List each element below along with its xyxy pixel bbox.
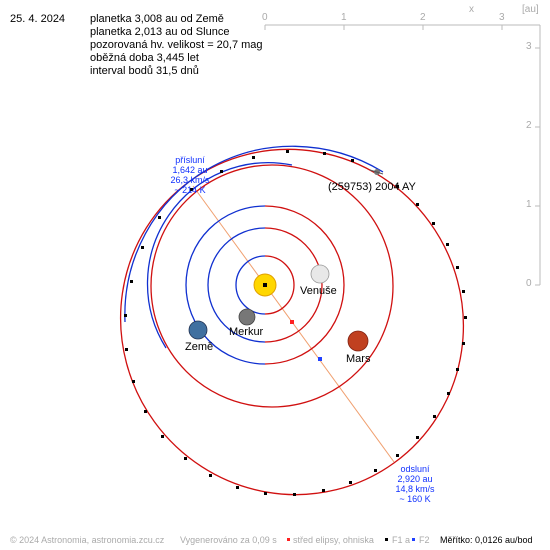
aphelion-distance: 2,920 au: [397, 474, 433, 484]
interval-point: [432, 222, 435, 225]
x-tick-label-3: 3: [499, 12, 505, 23]
y-tick-label-1: 1: [526, 199, 532, 210]
focus-f2-marker: [318, 357, 322, 361]
interval-point: [132, 380, 135, 383]
interval-point: [130, 280, 133, 283]
info-line-period: oběžná doba 3,445 let: [90, 52, 199, 64]
mercury-orbit-below: [264, 255, 295, 315]
y-tick-label-0: 0: [526, 278, 532, 289]
earth-planet: [188, 320, 208, 340]
sun: [253, 273, 277, 297]
x-tick-label-2: 2: [420, 12, 426, 23]
perihelion-temp: ~ 214 K: [174, 185, 206, 195]
interval-point: [416, 436, 419, 439]
interval-point: [456, 266, 459, 269]
info-line-earth-distance: planetka 3,008 au od Země: [90, 13, 224, 25]
interval-point: [456, 368, 459, 371]
interval-point: [161, 435, 164, 438]
x-axis-label: x: [469, 4, 474, 15]
interval-point: [416, 203, 419, 206]
interval-point: [293, 493, 296, 496]
earth-label: Země: [185, 341, 214, 353]
interval-point: [158, 216, 161, 219]
interval-point: [323, 152, 326, 155]
legend-f2-swatch: [412, 538, 415, 541]
orbit-interval-points: [124, 150, 467, 496]
earth-orbit-below: [264, 205, 345, 365]
date-label: 25. 4. 2024: [10, 13, 66, 25]
info-line-sun-distance: planetka 2,013 au od Slunce: [90, 26, 230, 38]
aphelion-annotation: odsluní 2,920 au 14,8 km/s ~ 160 K: [385, 464, 445, 504]
interval-point: [184, 457, 187, 460]
y-tick-label-3: 3: [526, 41, 532, 52]
interval-point: [396, 185, 399, 188]
interval-point: [190, 188, 193, 191]
interval-point: [124, 314, 127, 317]
aphelion-title: odsluní: [400, 464, 430, 474]
asteroid-marker: [369, 169, 384, 175]
asteroid-orbit-above: [124, 145, 384, 323]
interval-point: [209, 474, 212, 477]
interval-point: [374, 469, 377, 472]
interval-point: [125, 348, 128, 351]
earth-orbit-above: [185, 205, 266, 365]
copyright-text: © 2024 Astronomia, astronomia.zcu.cz: [10, 535, 165, 545]
asteroid-tick: [369, 169, 384, 175]
interval-point: [396, 454, 399, 457]
legend-center-label: střed elipsy, ohniska: [293, 535, 374, 545]
asteroid-label: (259753) 2004 AY: [328, 181, 416, 193]
interval-point: [322, 489, 325, 492]
aphelion-temp: ~ 160 K: [399, 494, 431, 504]
interval-point: [141, 246, 144, 249]
aphelion-speed: 14,8 km/s: [395, 484, 435, 494]
x-tick-label-1: 1: [341, 12, 347, 23]
venus-label: Venuše: [300, 285, 337, 297]
unit-label: [au]: [522, 4, 539, 15]
interval-point: [220, 170, 223, 173]
ellipse-center-marker: [290, 320, 294, 324]
legend-center-swatch: [287, 538, 290, 541]
mercury-label: Merkur: [229, 326, 264, 338]
interval-point: [351, 159, 354, 162]
interval-point: [144, 410, 147, 413]
interval-point: [252, 156, 255, 159]
axis-frame: [264, 24, 541, 286]
interval-point: [447, 392, 450, 395]
venus-planet: [310, 264, 330, 284]
legend-f1-label: F1 a: [392, 535, 411, 545]
perihelion-annotation: přísluní 1,642 au 26,3 km/s ~ 214 K: [160, 155, 220, 195]
generated-time: Vygenerováno za 0,09 s: [180, 535, 277, 545]
venus-orbit-above: [207, 227, 266, 343]
focus-f1-marker: [263, 283, 267, 287]
perihelion-distance: 1,642 au: [172, 165, 208, 175]
mars-label: Mars: [346, 353, 371, 365]
perihelion-title: přísluní: [175, 155, 205, 165]
x-tick-label-0: 0: [262, 12, 268, 23]
interval-point: [236, 486, 239, 489]
info-line-interval: interval bodů 31,5 dnů: [90, 65, 199, 77]
mercury-planet: [238, 308, 256, 326]
interval-point: [462, 290, 465, 293]
interval-point: [464, 316, 467, 319]
mars-planet: [347, 330, 369, 352]
interval-point: [433, 415, 436, 418]
interval-point: [286, 150, 289, 153]
interval-point: [446, 243, 449, 246]
scale-label: Měřítko: 0,0126 au/bod: [440, 535, 533, 545]
interval-point: [264, 492, 267, 495]
mars-orbit-below: [150, 164, 394, 408]
info-line-magnitude: pozorovaná hv. velikost = 20,7 mag: [90, 39, 263, 51]
info-block: planetka 3,008 au od Země planetka 2,013…: [90, 13, 263, 78]
venus-orbit-below: [264, 227, 323, 343]
interval-point: [462, 342, 465, 345]
legend-f2-label: F2: [419, 535, 430, 545]
perihelion-speed: 26,3 km/s: [170, 175, 210, 185]
mars-orbit-above: [146, 162, 293, 349]
y-tick-label-2: 2: [526, 120, 532, 131]
interval-point: [349, 481, 352, 484]
legend-f1-swatch: [385, 538, 388, 541]
